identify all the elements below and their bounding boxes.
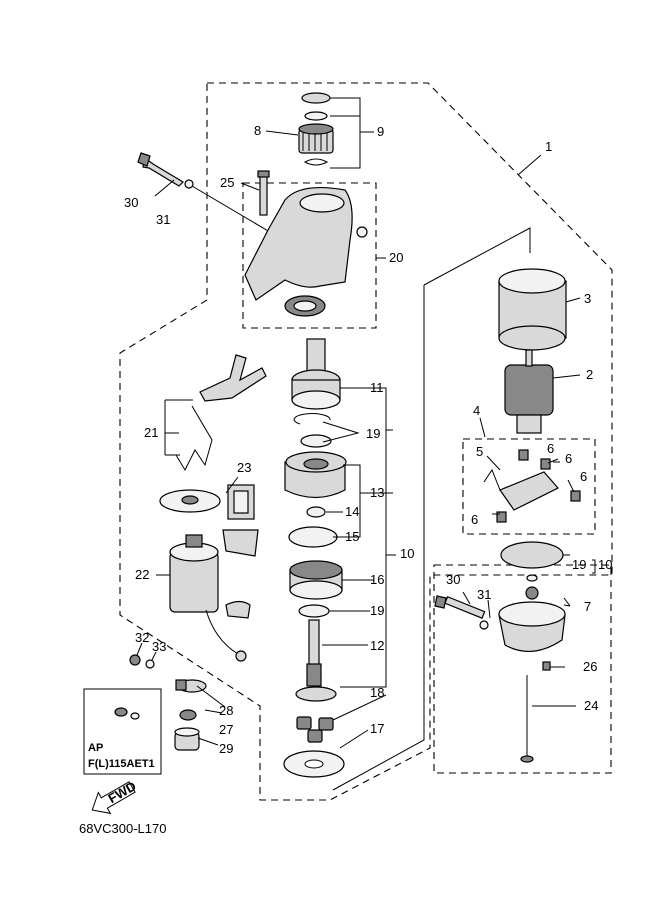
callout-31a: 31 [156, 212, 170, 227]
leader-lines [136, 97, 581, 749]
pinion-gear-8 [298, 123, 334, 154]
callout-18: 18 [370, 685, 384, 700]
callout-26: 26 [583, 659, 597, 674]
callout-30b: 30 [446, 572, 460, 587]
through-bolt-24 [520, 675, 534, 763]
terminal-28 [175, 679, 207, 693]
end-cover-7 [498, 586, 566, 652]
drawing-code: 68VC300-L170 [79, 821, 166, 836]
plate-17 [283, 750, 345, 778]
drive-housing-20 [244, 186, 368, 317]
callout-6d: 6 [471, 512, 478, 527]
callout-29: 29 [219, 741, 233, 756]
callout-11: 11 [370, 380, 384, 395]
callout-25: 25 [220, 175, 234, 190]
callout-28: 28 [219, 703, 233, 718]
seal-plate-23 [159, 484, 259, 557]
callout-10b: 10 [598, 557, 612, 572]
bolt-30-right [434, 595, 486, 619]
screw-26 [542, 661, 551, 671]
callout-6b: 6 [565, 451, 572, 466]
callout-1: 1 [545, 139, 552, 154]
callout-17: 17 [370, 721, 384, 736]
inset-model-line1: AP [88, 742, 103, 754]
internal-gear-16 [289, 560, 343, 600]
callout-7: 7 [584, 599, 591, 614]
through-bolt-25 [257, 170, 270, 216]
planet-gears-18 [296, 716, 334, 743]
callout-5: 5 [476, 444, 483, 459]
nut-27 [179, 709, 197, 721]
callout-19c: 19 [572, 557, 586, 572]
housing-group-outline [242, 182, 377, 329]
callout-6c: 6 [580, 469, 587, 484]
brush-holder-4 [483, 449, 581, 523]
washer-31-right [479, 620, 489, 630]
callout-31b: 31 [477, 587, 491, 602]
bolt-30 [137, 152, 184, 187]
callout-12: 12 [370, 638, 384, 653]
callout-10a: 10 [400, 546, 414, 561]
callout-6a: 6 [547, 441, 554, 456]
callout-4: 4 [473, 403, 480, 418]
pinion-seal-group-9 [301, 92, 331, 166]
assembly-1-outline [119, 82, 613, 801]
plate-19-right [500, 541, 564, 582]
callout-8: 8 [254, 123, 261, 138]
washer-33 [145, 659, 155, 669]
brush-holder-group-outline [462, 438, 596, 535]
callout-23: 23 [237, 460, 251, 475]
retaining-clip-19 [293, 413, 331, 425]
callout-20: 20 [389, 250, 403, 265]
drive-shaft-12 [295, 619, 337, 702]
yoke-3 [498, 268, 567, 351]
washer-15 [288, 526, 338, 548]
armature-2 [504, 349, 554, 434]
fwd-arrow-icon: FWD [91, 778, 139, 815]
model-inset-box: AP F(L)115AET1 [83, 688, 162, 775]
armature-bracket-10 [332, 227, 531, 791]
callout-13: 13 [370, 485, 384, 500]
bushing-14 [306, 506, 326, 518]
washer-19-upper [300, 434, 332, 448]
fwd-label: FWD [106, 778, 139, 806]
callout-27: 27 [219, 722, 233, 737]
callout-15: 15 [345, 529, 359, 544]
boot-29 [174, 727, 200, 751]
leader-bolt-to-housing [191, 185, 281, 239]
solenoid-22 [169, 534, 251, 662]
callout-22: 22 [135, 567, 149, 582]
callout-21: 21 [144, 425, 158, 440]
callout-14: 14 [345, 504, 359, 519]
callout-16: 16 [370, 572, 384, 587]
pinion-shaft-11 [291, 338, 341, 410]
callout-19b: 19 [370, 603, 384, 618]
callout-19a: 19 [366, 426, 380, 441]
callout-9: 9 [377, 124, 384, 139]
callout-labels: 1 2 3 4 5 6 6 6 6 7 8 9 10 10 11 12 13 1… [98, 123, 612, 756]
callout-33: 33 [152, 639, 166, 654]
washer-31 [184, 179, 194, 189]
brace-19-10 [592, 559, 596, 574]
callout-24: 24 [584, 698, 598, 713]
inset-model-line2: F(L)115AET1 [88, 758, 155, 770]
washer-19-lower [298, 604, 330, 618]
callout-32: 32 [135, 630, 149, 645]
nut-32 [129, 654, 141, 666]
callout-3: 3 [584, 291, 591, 306]
callout-30a: 30 [124, 195, 138, 210]
planet-carrier-13 [284, 451, 347, 499]
shift-lever-21 [175, 354, 267, 472]
callout-2: 2 [586, 367, 593, 382]
